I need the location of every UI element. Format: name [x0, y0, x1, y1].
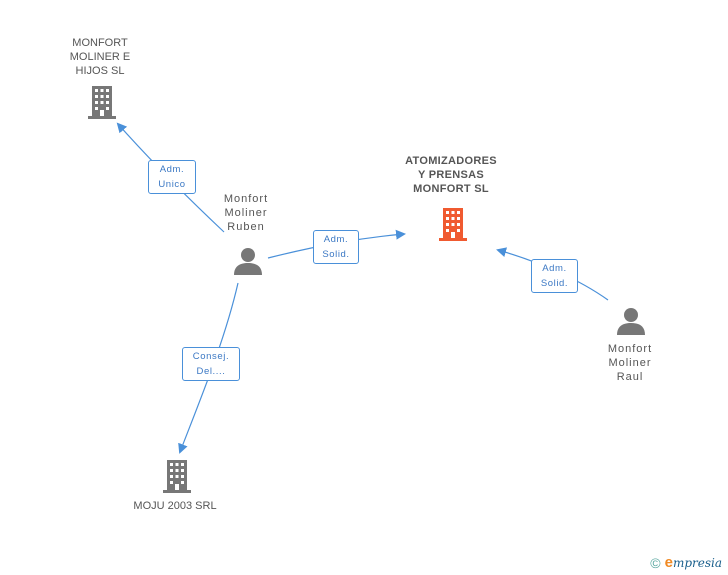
edge-tag-adm-unico[interactable]: Adm. Unico	[148, 160, 196, 194]
building-icon[interactable]	[436, 206, 470, 242]
edge-tag-adm-solid-ruben[interactable]: Adm. Solid.	[313, 230, 359, 264]
edge-tag-consej-del[interactable]: Consej. Del....	[182, 347, 240, 381]
node-label-atomizadores[interactable]: ATOMIZADORES Y PRENSAS MONFORT SL	[405, 155, 497, 195]
node-label-moju[interactable]: MOJU 2003 SRL	[133, 500, 217, 512]
person-icon[interactable]	[616, 306, 646, 336]
brand-logo-text: mpresia	[672, 556, 722, 570]
node-label-ruben[interactable]: Monfort Moliner Ruben	[223, 193, 269, 233]
copyright-icon: ©	[650, 554, 661, 571]
node-label-raul[interactable]: Monfort Moliner Raul	[607, 343, 653, 383]
node-label-monfort-moliner-hijos[interactable]: MONFORT MOLINER E HIJOS SL	[69, 37, 131, 77]
footer-branding: © empresia	[650, 554, 722, 571]
building-icon[interactable]	[161, 458, 193, 494]
brand-logo-initial: e	[664, 554, 673, 571]
building-icon[interactable]	[86, 84, 118, 120]
edge-tag-adm-solid-raul[interactable]: Adm. Solid.	[531, 259, 578, 293]
person-icon[interactable]	[233, 246, 263, 276]
brand-logo[interactable]: empresia	[665, 554, 722, 571]
